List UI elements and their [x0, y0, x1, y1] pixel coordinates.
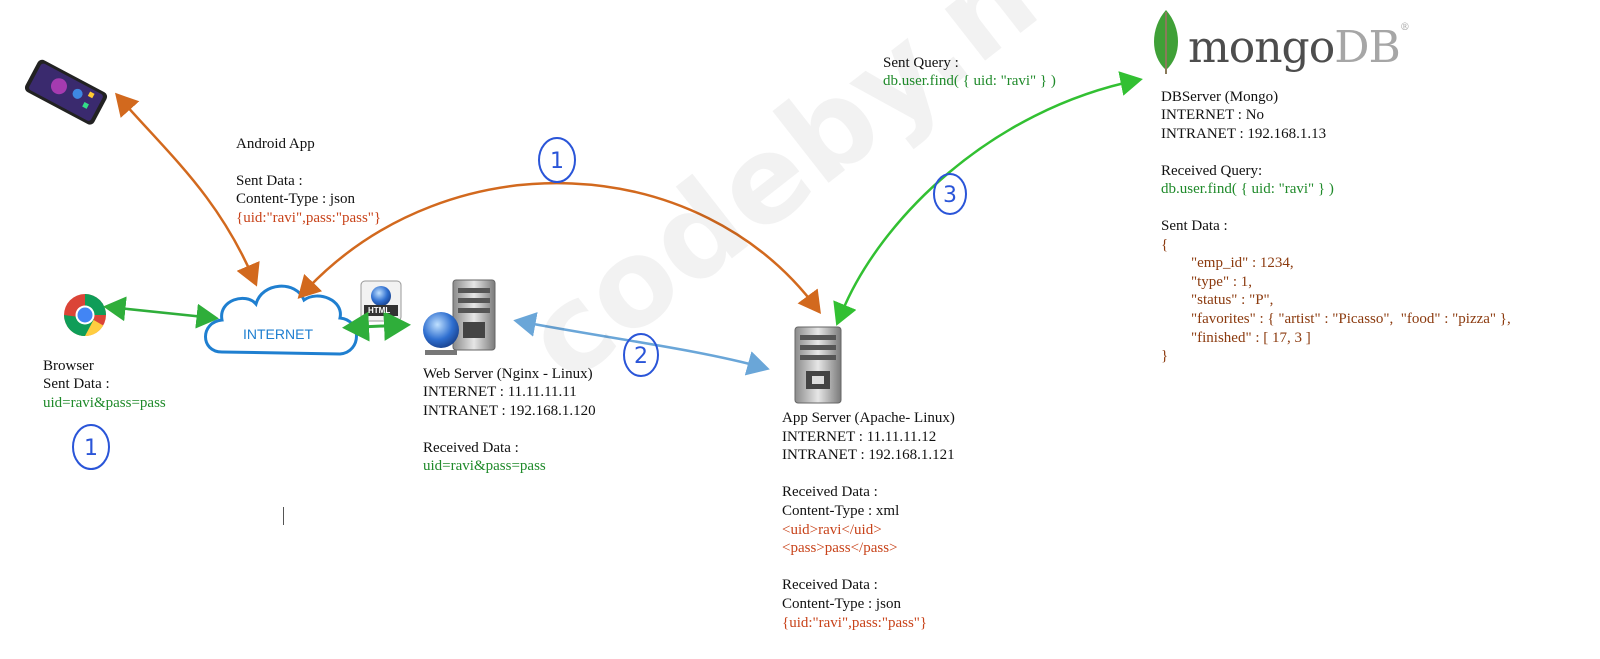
html-badge-label: HTML	[368, 306, 391, 315]
web-server-internet: INTERNET : 11.11.11.11	[423, 384, 577, 400]
web-server-icon	[423, 279, 496, 355]
db-server-received-query-label: Received Query:	[1161, 163, 1263, 179]
sent-query-text: db.user.find( { uid: "ravi" } )	[883, 73, 1056, 89]
app-server-received-xml-label: Received Data :	[782, 484, 878, 500]
mongodb-leaf-icon	[1154, 10, 1178, 74]
db-json-line-4: "favorites" : { "artist" : "Picasso", "f…	[1161, 311, 1511, 327]
app-server-icon	[794, 326, 842, 404]
db-server-intranet: INTRANET : 192.168.1.13	[1161, 126, 1327, 142]
browser-payload: uid=ravi&pass=pass	[43, 395, 166, 411]
step-1-browser-label: 1	[84, 436, 98, 461]
app-server-xml-pass: <pass>pass</pass>	[782, 540, 898, 556]
android-sent-data-label: Sent Data :	[236, 173, 303, 189]
web-server-title: Web Server (Nginx - Linux)	[423, 366, 593, 382]
app-server-received-json-label: Received Data :	[782, 577, 878, 593]
app-to-db-server-arrow	[833, 71, 1143, 326]
db-server-received-query: db.user.find( { uid: "ravi" } )	[1161, 181, 1334, 197]
step-2-label: 2	[634, 344, 648, 369]
step-marker-2: 2	[623, 333, 659, 377]
android-to-cloud-arrow	[115, 92, 260, 287]
db-json-line-6: }	[1161, 348, 1169, 364]
web-server-intranet: INTRANET : 192.168.1.120	[423, 403, 596, 419]
android-title: Android App	[236, 136, 315, 152]
step-marker-1-browser: 1	[72, 424, 110, 470]
app-server-internet: INTERNET : 11.11.11.12	[782, 429, 937, 445]
sent-query-label: Sent Query :	[883, 55, 959, 71]
mongodb-logo-db: DB	[1334, 22, 1401, 73]
app-server-xml-content-type: Content-Type : xml	[782, 503, 900, 519]
mongodb-logo-registered: ®	[1399, 22, 1410, 33]
app-server-title: App Server (Apache- Linux)	[782, 410, 955, 426]
internet-cloud-label: INTERNET	[243, 326, 313, 342]
app-server-json-payload: {uid:"ravi",pass:"pass"}	[782, 615, 928, 631]
mongodb-logo: mongoDB®	[1188, 22, 1410, 73]
cloud-to-web-server-arrow	[342, 310, 411, 342]
db-server-internet: INTERNET : No	[1161, 107, 1265, 123]
text-cursor	[283, 507, 284, 525]
android-payload: {uid:"ravi",pass:"pass"}	[236, 210, 382, 226]
chrome-browser-icon	[64, 293, 107, 337]
android-content-type: Content-Type : json	[236, 191, 355, 207]
db-json-line-2: "type" : 1,	[1161, 274, 1252, 290]
cloud-to-app-server-arrow	[297, 182, 821, 315]
step-marker-3: 3	[933, 173, 967, 215]
mongodb-logo-mongo: mongo	[1188, 22, 1335, 73]
db-server-sent-data-label: Sent Data :	[1161, 218, 1228, 234]
app-server-json-content-type: Content-Type : json	[782, 596, 901, 612]
web-server-payload: uid=ravi&pass=pass	[423, 458, 546, 474]
step-1-android-label: 1	[550, 149, 564, 174]
db-json-line-0: {	[1161, 237, 1169, 253]
web-server-received-label: Received Data :	[423, 440, 519, 456]
browser-to-cloud-arrow	[103, 296, 219, 329]
db-json-line-5: "finished" : [ 17, 3 ]	[1161, 330, 1311, 346]
smartphone-icon	[24, 59, 108, 125]
app-server-intranet: INTRANET : 192.168.1.121	[782, 447, 955, 463]
db-server-title: DBServer (Mongo)	[1161, 89, 1279, 105]
app-server-xml-uid: <uid>ravi</uid>	[782, 522, 882, 538]
browser-title: Browser	[43, 358, 94, 374]
browser-sent-data-label: Sent Data :	[43, 376, 110, 392]
db-json-line-3: "status" : "P",	[1161, 292, 1274, 308]
db-json-line-1: "emp_id" : 1234,	[1161, 255, 1294, 271]
step-marker-1-android: 1	[538, 137, 576, 183]
step-3-label: 3	[943, 183, 957, 208]
